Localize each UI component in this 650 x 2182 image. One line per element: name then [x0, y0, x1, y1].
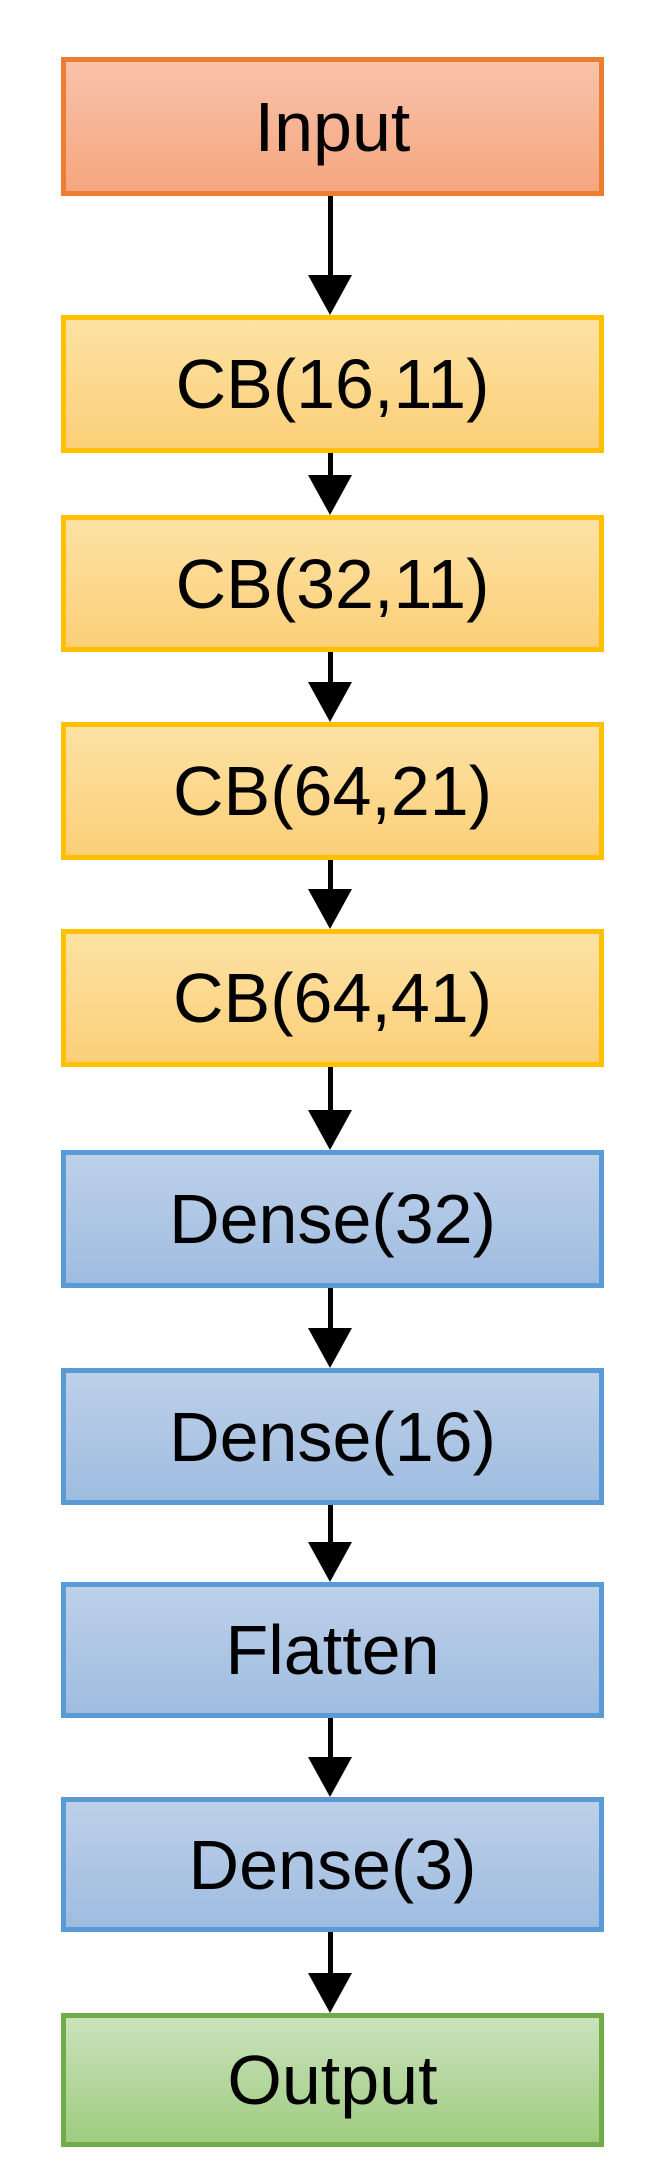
node-label: CB(64,21) — [172, 752, 493, 830]
flow-arrow — [308, 1067, 352, 1150]
arrow-head-icon — [308, 1757, 352, 1797]
arrow-shaft — [327, 196, 333, 275]
arrow-shaft — [327, 1932, 333, 1973]
arrow-head-icon — [308, 275, 352, 315]
flow-node-cb-32-11: CB(32,11) — [61, 515, 604, 652]
flow-node-flatten: Flatten — [61, 1582, 604, 1718]
arrow-head-icon — [308, 682, 352, 722]
arrow-head-icon — [308, 475, 352, 515]
arrow-head-icon — [308, 1110, 352, 1150]
flow-arrow — [308, 1505, 352, 1582]
arrow-head-icon — [308, 1973, 352, 2013]
node-label: Dense(16) — [169, 1397, 496, 1476]
node-label: CB(64,41) — [172, 959, 493, 1037]
flow-arrow — [308, 1718, 352, 1797]
node-label: Dense(32) — [169, 1180, 496, 1258]
arrow-shaft — [327, 860, 333, 889]
arrow-shaft — [327, 1067, 333, 1110]
arrow-head-icon — [308, 889, 352, 929]
flow-node-cb-64-21: CB(64,21) — [61, 722, 604, 860]
flow-arrow — [308, 196, 352, 315]
flow-node-cb-64-41: CB(64,41) — [61, 929, 604, 1067]
flow-node-output: Output — [61, 2013, 604, 2147]
node-label: Dense(3) — [188, 1825, 477, 1904]
arrow-shaft — [327, 1718, 333, 1757]
arrow-shaft — [327, 652, 333, 682]
arrow-head-icon — [308, 1328, 352, 1368]
flow-arrow — [308, 1932, 352, 2013]
flow-node-dense-16: Dense(16) — [61, 1368, 604, 1505]
flow-node-input: Input — [61, 57, 604, 196]
arrow-head-icon — [308, 1542, 352, 1582]
arrow-shaft — [327, 1505, 333, 1542]
flow-node-dense-3: Dense(3) — [61, 1797, 604, 1932]
flow-arrow — [308, 1288, 352, 1368]
flow-arrow — [308, 652, 352, 722]
node-label: Input — [254, 87, 411, 166]
node-label: CB(16,11) — [175, 345, 490, 423]
node-label: Flatten — [225, 1611, 440, 1689]
arrow-shaft — [327, 1288, 333, 1328]
flow-node-dense-32: Dense(32) — [61, 1150, 604, 1288]
arrow-shaft — [327, 453, 333, 475]
node-label: CB(32,11) — [175, 544, 490, 623]
flow-node-cb-16-11: CB(16,11) — [61, 315, 604, 453]
flow-arrow — [308, 453, 352, 515]
flow-arrow — [308, 860, 352, 929]
node-label: Output — [227, 2041, 438, 2119]
